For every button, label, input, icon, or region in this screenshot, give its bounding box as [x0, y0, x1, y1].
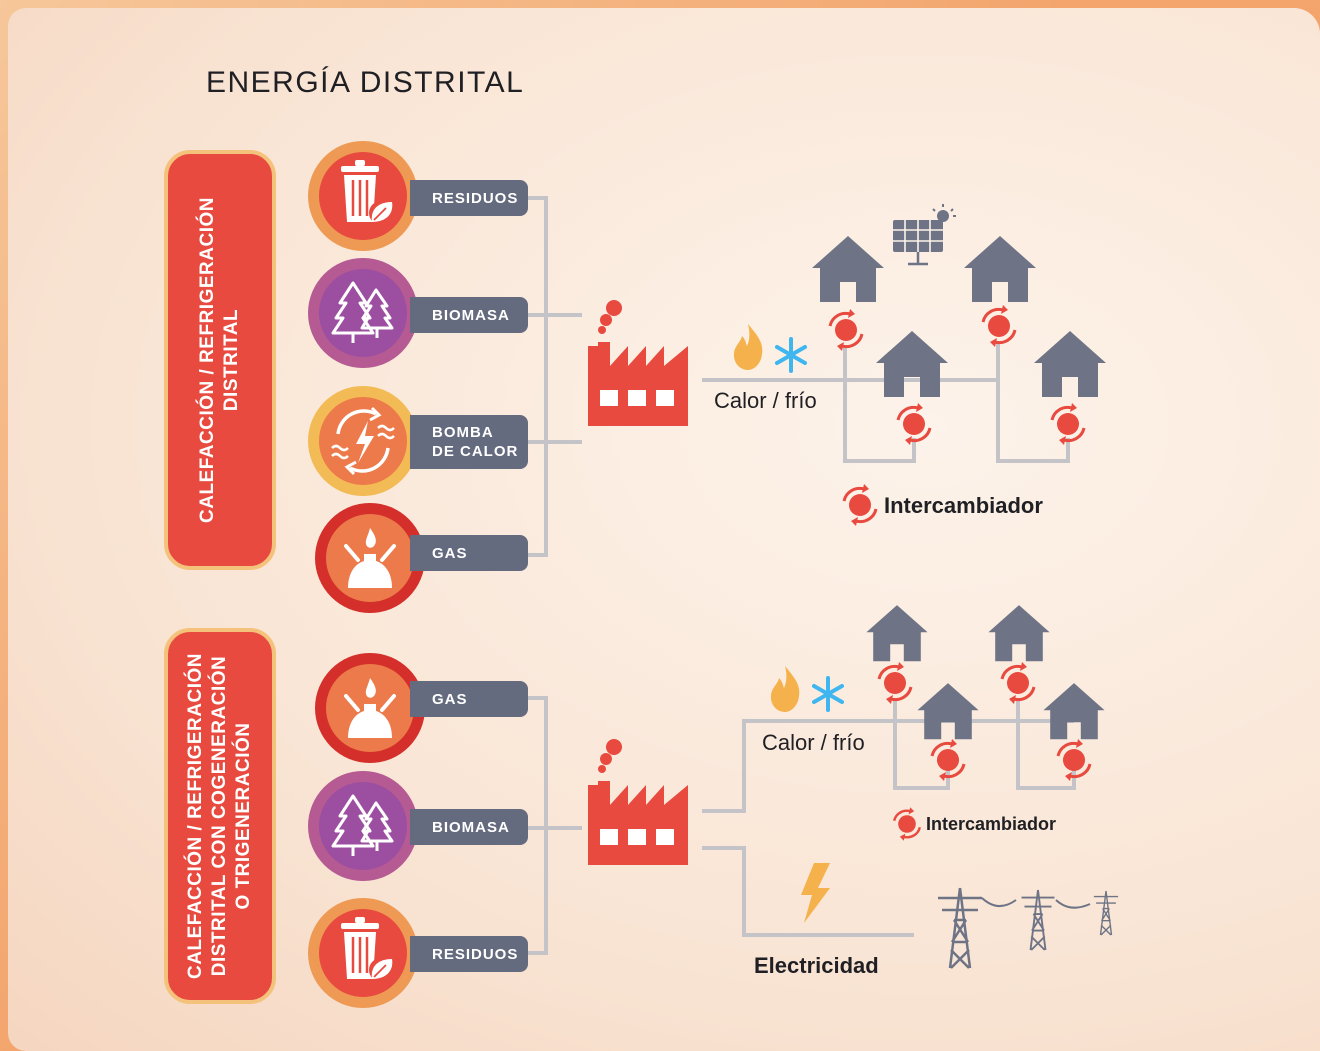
electricity-label: Electricidad: [754, 953, 879, 978]
trash-leaf-icon: [341, 917, 393, 982]
panel-cogeneration: [164, 628, 276, 1004]
biomasa-circle-bottom: [308, 771, 418, 881]
snowflake-icon-bottom: [812, 676, 844, 712]
heat-pump-icon: [331, 406, 395, 476]
house-icon: [866, 605, 928, 662]
exchanger-legend-icon-top: [842, 482, 878, 528]
flame-icon-top: [733, 324, 763, 370]
snowflake-icon-top: [775, 337, 807, 373]
panel-district-heating: [164, 150, 276, 570]
house-icon: [964, 236, 1036, 302]
gas-circle-bottom: [315, 653, 425, 763]
source-pill-residuos-bottom: RESIDUOS: [410, 936, 528, 972]
trash-leaf-icon: [341, 160, 393, 225]
house-icon: [812, 236, 884, 302]
diagram-card: ENERGÍA DISTRITAL CALEFACCIÓN / REFRIGER…: [8, 8, 1320, 1051]
panel-cogeneration-label: CALEFACCIÓN / REFRIGERACIÓN DISTRITAL CO…: [185, 653, 254, 979]
solar-panel-icon: [893, 204, 956, 266]
source-pill-gas: GAS: [410, 535, 528, 571]
heat-cold-label-bottom: Calor / frío: [762, 730, 865, 755]
residuos-circle-top: [308, 141, 418, 251]
diagram-graphics: [308, 141, 1119, 1008]
gas-burner-icon: [344, 528, 396, 588]
panel-district-heating-label: CALEFACCIÓN / REFRIGERACIÓN DISTRITAL: [197, 197, 242, 523]
gas-burner-icon: [344, 678, 396, 738]
gas-circle-top: [315, 503, 425, 613]
exchanger-legend-bottom: Intercambiador: [926, 814, 1057, 834]
page-title: ENERGÍA DISTRITAL: [206, 66, 525, 99]
house-icon: [1034, 331, 1106, 397]
exchanger-icon: [877, 660, 913, 706]
biomasa-circle-top: [308, 258, 418, 368]
power-tower-icon: [936, 886, 1119, 970]
source-pill-biomasa-bottom: BIOMASA: [410, 809, 528, 845]
exchanger-icon: [828, 307, 864, 353]
house-icon: [988, 605, 1050, 662]
flame-icon-bottom: [770, 666, 800, 712]
exchanger-icon: [1000, 660, 1036, 706]
house-icon: [917, 683, 979, 740]
house-icon: [1043, 683, 1105, 740]
exchanger-legend-icon-bottom: [893, 806, 921, 842]
bomba-circle-top: [308, 386, 418, 496]
source-pill-gas-bottom: GAS: [410, 681, 528, 717]
factory-icon-bottom: [588, 739, 688, 865]
heat-cold-label-top: Calor / frío: [714, 388, 817, 413]
source-pill-biomasa: BIOMASA: [410, 297, 528, 333]
lightning-icon: [801, 863, 830, 923]
source-pill-residuos: RESIDUOS: [410, 180, 528, 216]
trees-icon: [331, 281, 394, 343]
trees-icon: [331, 794, 394, 856]
factory-icon-top: [588, 300, 688, 426]
exchanger-icon: [981, 303, 1017, 349]
residuos-circle-bottom: [308, 898, 418, 1008]
house-icon: [876, 331, 948, 397]
exchanger-legend-top: Intercambiador: [884, 493, 1043, 518]
source-pill-bomba-de-calor: BOMBA DE CALOR: [410, 415, 528, 469]
